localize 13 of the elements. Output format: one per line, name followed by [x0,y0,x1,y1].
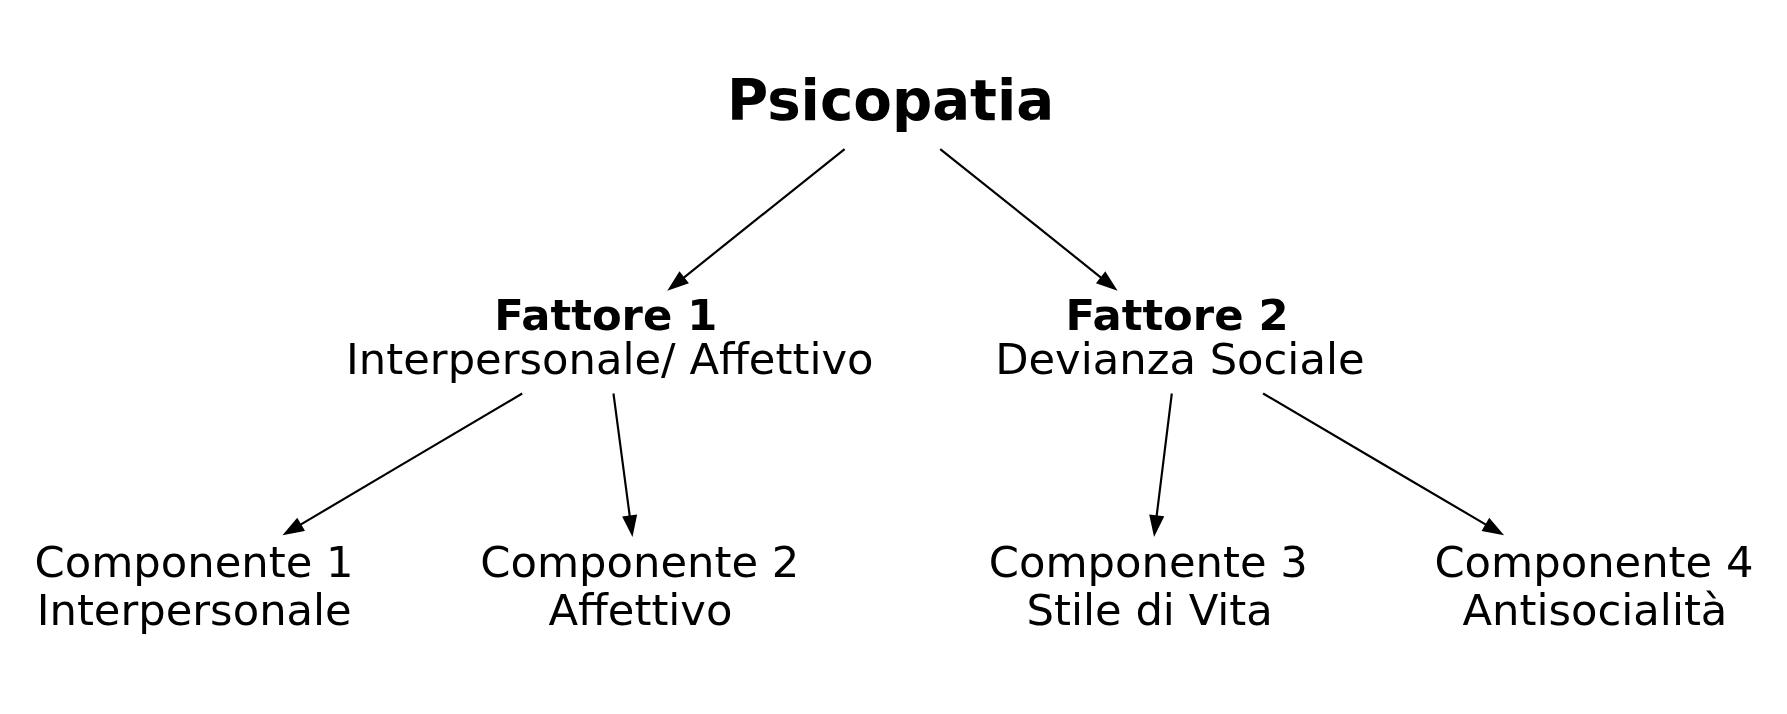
node-text: Componente 1 Interpersonale [34,536,354,635]
node-text: Componente 3 Stile di Vita [988,536,1308,635]
node-text: Psicopatia [726,67,1055,133]
arrow [1262,392,1505,535]
node-text: Fattore 2 Devianza Sociale [995,289,1365,384]
arrow [612,392,638,537]
arrow [282,392,523,535]
node-text: Componente 4 Antisocialità [1434,536,1754,635]
node-text: Componente 2 Affettivo [480,536,800,635]
arrow [1149,392,1173,537]
node-text: Fattore 1 Interpersonale/ Affettivo [346,289,874,384]
arrow [939,147,1118,291]
arrow [667,147,846,291]
